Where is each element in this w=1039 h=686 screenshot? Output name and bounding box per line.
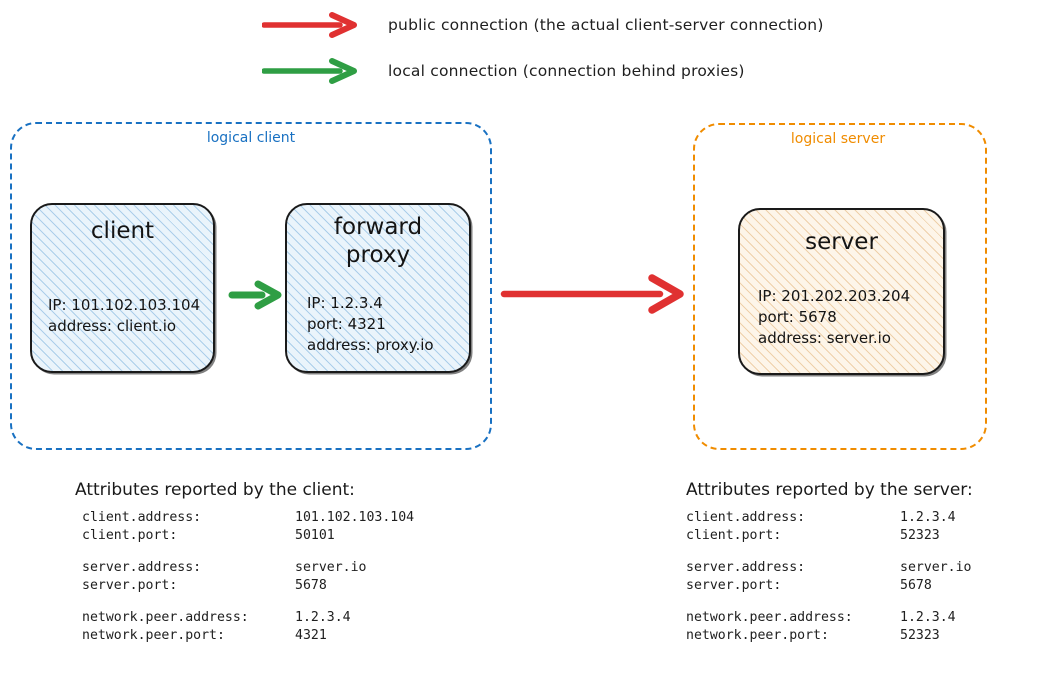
attribute-value: 101.102.103.104: [295, 510, 415, 525]
attribute-key: client.address:: [686, 510, 806, 525]
attribute-row: network.peer.port: 52323: [686, 627, 973, 645]
attribute-value: 52323: [900, 628, 940, 643]
logical-server-label: logical server: [790, 131, 886, 147]
attribute-key: client.port:: [686, 528, 782, 543]
attribute-value: 1.2.3.4: [295, 610, 351, 625]
attribute-row: network.peer.address: 1.2.3.4: [686, 609, 973, 627]
arrow-right-icon: [262, 12, 357, 38]
attribute-row: server.port: 5678: [686, 577, 973, 595]
attribute-row: client.address: 1.2.3.4: [686, 509, 973, 527]
attributes-server-block: Attributes reported by the server: clien…: [686, 480, 973, 645]
attribute-row: server.port: 5678: [82, 577, 414, 595]
attribute-row: client.port: 52323: [686, 527, 973, 545]
legend-item-public: public connection (the actual client-ser…: [262, 12, 824, 38]
attribute-key: server.address:: [82, 560, 202, 575]
node-client[interactable]: client IP: 101.102.103.104 address: clie…: [30, 203, 215, 373]
attribute-row: server.address: server.io: [82, 559, 414, 577]
attribute-row: client.address: 101.102.103.104: [82, 509, 414, 527]
node-client-properties: IP: 101.102.103.104 address: client.io: [48, 296, 201, 335]
logical-client-container: [10, 122, 492, 450]
attribute-row: network.peer.port: 4321: [82, 627, 414, 645]
attribute-key: network.peer.port:: [82, 628, 225, 643]
attribute-key: server.port:: [686, 578, 782, 593]
attribute-value: 52323: [900, 528, 940, 543]
attribute-key: network.peer.port:: [686, 628, 829, 643]
attribute-value: server.io: [295, 560, 367, 575]
node-forward-proxy-properties: IP: 1.2.3.4 port: 4321 address: proxy.io: [307, 294, 434, 354]
attribute-row: client.port: 50101: [82, 527, 414, 545]
attribute-key: server.address:: [686, 560, 806, 575]
node-client-title: client: [90, 218, 155, 244]
attribute-value: 5678: [900, 578, 932, 593]
attribute-value: 4321: [295, 628, 327, 643]
attribute-key: network.peer.address:: [686, 610, 853, 625]
arrow-right-icon: [262, 58, 357, 84]
attribute-key: client.address:: [82, 510, 202, 525]
arrow-client-to-proxy-icon: [228, 280, 282, 310]
attribute-key: server.port:: [82, 578, 178, 593]
attribute-group: network.peer.address: 1.2.3.4 network.pe…: [686, 609, 973, 645]
attribute-group: server.address: server.io server.port: 5…: [686, 559, 973, 595]
attribute-key: network.peer.address:: [82, 610, 249, 625]
logical-server-container: [693, 123, 987, 450]
attribute-row: network.peer.address: 1.2.3.4: [82, 609, 414, 627]
node-server-properties: IP: 201.202.203.204 port: 5678 address: …: [758, 287, 911, 347]
attribute-value: 50101: [295, 528, 335, 543]
attribute-group: client.address: 1.2.3.4 client.port: 523…: [686, 509, 973, 545]
legend-label-public: public connection (the actual client-ser…: [388, 16, 824, 34]
attribute-row: server.address: server.io: [686, 559, 973, 577]
attributes-client-block: Attributes reported by the client: clien…: [75, 480, 414, 645]
attribute-value: 5678: [295, 578, 327, 593]
attributes-client-heading: Attributes reported by the client:: [75, 480, 355, 500]
logical-client-label: logical client: [206, 130, 296, 146]
attribute-value: server.io: [900, 560, 972, 575]
attribute-group: network.peer.address: 1.2.3.4 network.pe…: [82, 609, 414, 645]
attribute-group: server.address: server.io server.port: 5…: [82, 559, 414, 595]
arrow-proxy-to-server-icon: [500, 274, 684, 314]
attribute-value: 1.2.3.4: [900, 510, 956, 525]
legend-label-local: local connection (connection behind prox…: [388, 62, 745, 80]
node-server[interactable]: server IP: 201.202.203.204 port: 5678 ad…: [738, 208, 945, 375]
node-server-title: server: [805, 229, 878, 255]
attribute-value: 1.2.3.4: [900, 610, 956, 625]
node-forward-proxy[interactable]: forward proxy IP: 1.2.3.4 port: 4321 add…: [285, 203, 471, 373]
attributes-server-heading: Attributes reported by the server:: [686, 480, 973, 500]
attribute-group: client.address: 101.102.103.104 client.p…: [82, 509, 414, 545]
legend-item-local: local connection (connection behind prox…: [262, 58, 745, 84]
node-forward-proxy-title: forward proxy: [333, 214, 423, 268]
attribute-key: client.port:: [82, 528, 178, 543]
